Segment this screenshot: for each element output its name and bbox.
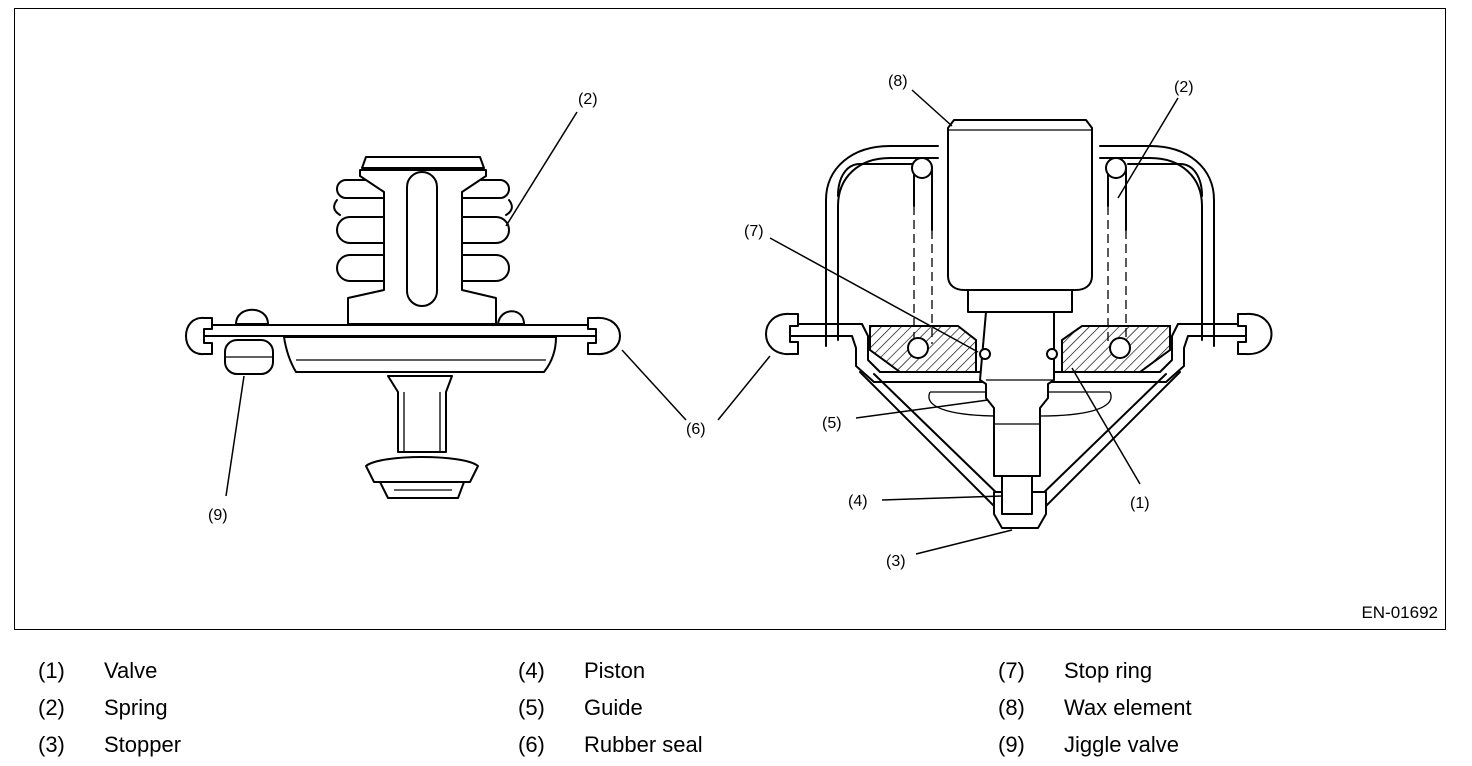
callout-left-rubber-seal: (6) (686, 421, 706, 438)
legend-label: Spring (104, 695, 168, 720)
stop-ring (979, 348, 991, 360)
legend-number: (1) (38, 658, 65, 683)
legend-label: Jiggle valve (1064, 732, 1179, 757)
callout-labels: (2) (6) (9) (8) (2) (7) (5) (4) (1) (3) (208, 73, 1194, 570)
callout-right-spring: (2) (1174, 79, 1194, 96)
jiggle-valve (224, 308, 274, 375)
legend-label: Stop ring (1064, 658, 1153, 683)
legend-number: (9) (998, 732, 1025, 757)
callout-left-spring: (2) (578, 91, 598, 108)
spring-section (907, 157, 1131, 359)
callout-guide: (5) (822, 415, 842, 432)
legend-number: (8) (998, 695, 1025, 720)
callout-stop-ring: (7) (744, 223, 764, 240)
rubber-seal-right-section-right (1237, 312, 1273, 356)
legend: (1) Valve (2) Spring (3) Stopper (4) Pis… (0, 652, 1472, 762)
legend-number: (6) (518, 732, 545, 757)
callout-piston: (4) (848, 493, 868, 510)
legend-label: Wax element (1064, 695, 1192, 720)
wax-element (947, 119, 1093, 291)
rubber-seal-left (185, 316, 213, 356)
figure-code: EN-01692 (1361, 603, 1438, 622)
rubber-seal-right-section-left (765, 312, 799, 356)
legend-label: Rubber seal (584, 732, 703, 757)
callout-stopper: (3) (886, 553, 906, 570)
thermostat-diagram: (2) (6) (9) (8) (2) (7) (5) (4) (1) (3) (185, 73, 1273, 570)
legend-number: (7) (998, 658, 1025, 683)
callout-wax-element: (8) (888, 73, 908, 90)
callout-left-jiggle-valve: (9) (208, 507, 228, 524)
figure-frame (14, 8, 1446, 630)
thermostat-exterior-view (185, 156, 621, 499)
legend-label: Piston (584, 658, 646, 683)
legend-number: (4) (518, 658, 545, 683)
legend-label: Guide (584, 695, 643, 720)
thermostat-cross-section (765, 119, 1273, 529)
callout-valve: (1) (1130, 495, 1150, 512)
legend-label: Stopper (104, 732, 182, 757)
legend-number: (2) (38, 695, 65, 720)
legend-number: (3) (38, 732, 65, 757)
legend-number: (5) (518, 695, 545, 720)
rubber-seal-right (587, 316, 621, 356)
leader-lines (225, 89, 1179, 555)
legend-label: Valve (104, 658, 158, 683)
